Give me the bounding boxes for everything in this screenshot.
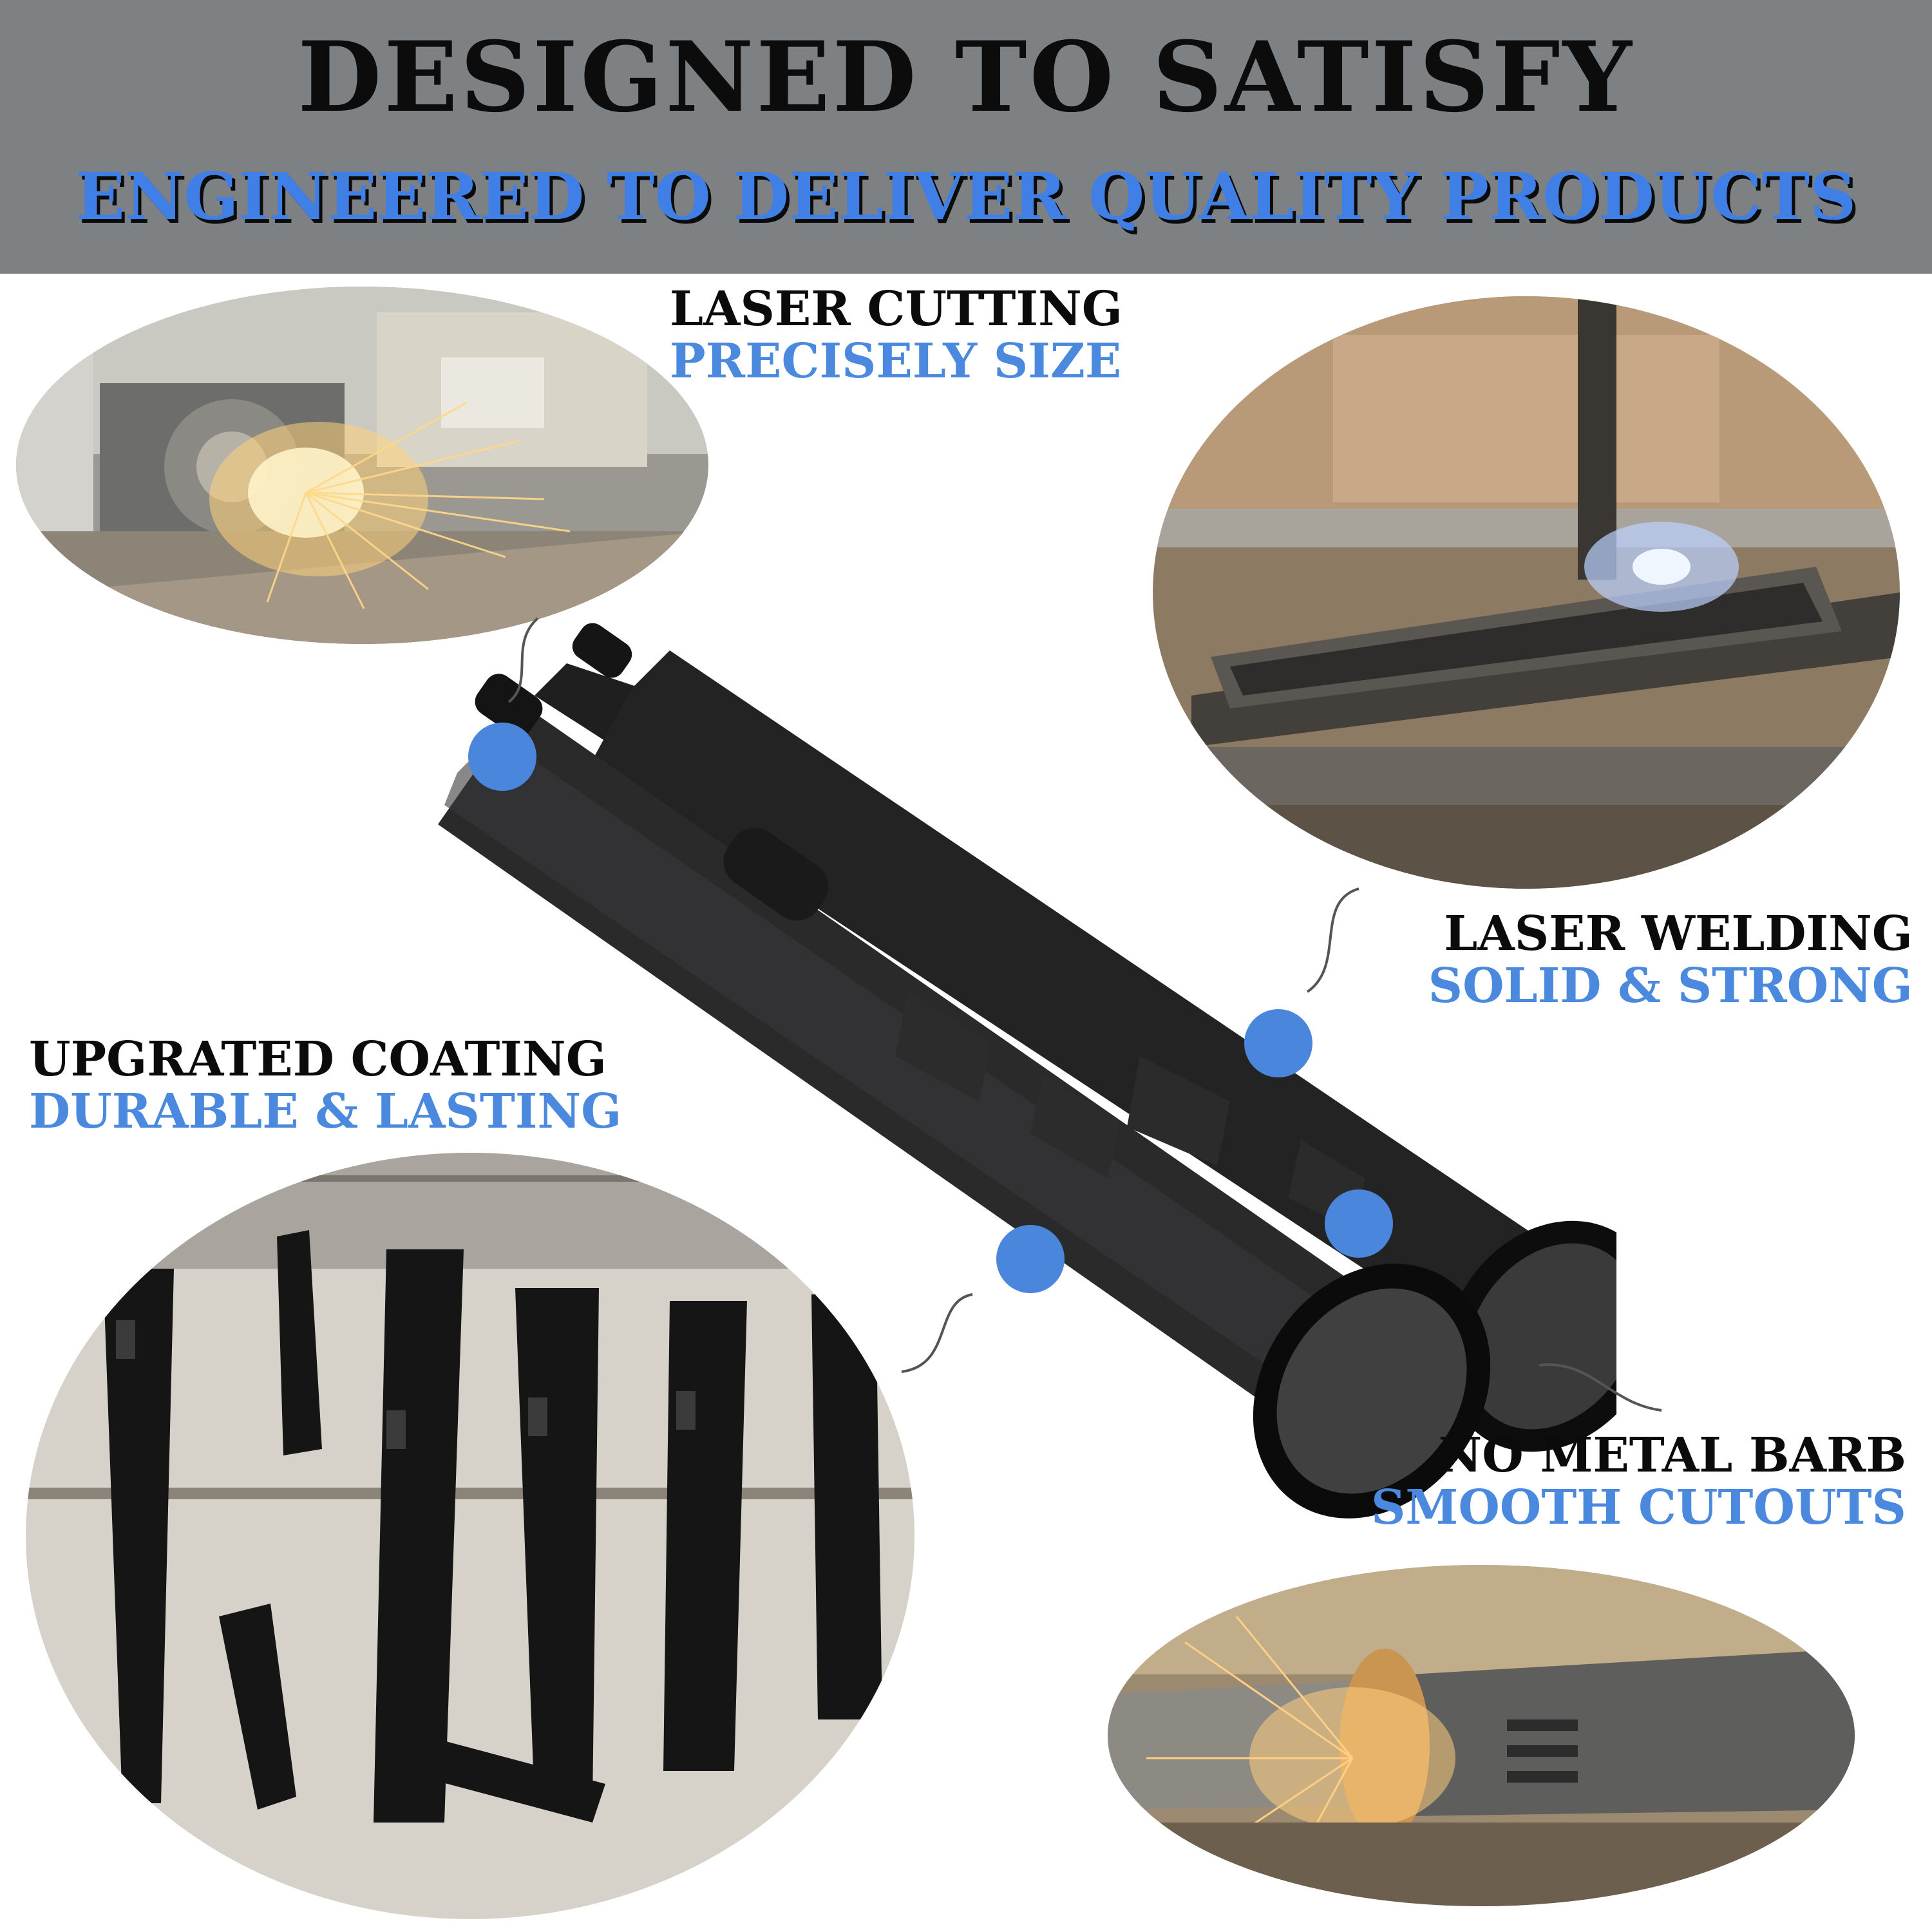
headline: DESIGNED TO SATISFY (298, 21, 1634, 134)
caption-coating: UPGRATED COATING DURABLE & LASTING (29, 1032, 622, 1140)
caption-title: LASER WELDING (1444, 906, 1913, 961)
caption-laser-welding: LASER WELDING SOLID & STRONG (1428, 906, 1913, 1014)
marker-dot-icon (1325, 1189, 1393, 1258)
caption-title: LASER CUTTING (670, 281, 1122, 337)
caption-subtitle: SOLID & STRONG (1428, 958, 1913, 1014)
marker-dot-icon (468, 723, 536, 791)
caption-subtitle: SMOOTH CUTOUTS (1370, 1480, 1906, 1536)
header-banner (0, 0, 1932, 274)
caption-title: NO METAL BARB (1438, 1428, 1906, 1483)
muffler-pair-image (438, 623, 1616, 1519)
caption-subtitle: PRECISELY SIZE (670, 334, 1122, 390)
muffler-front (438, 674, 1491, 1519)
marker-dot-icon (1244, 1009, 1312, 1077)
laser-cutting-photo (16, 287, 708, 644)
marker-dot-icon (996, 1225, 1065, 1293)
caption-laser-cutting: LASER CUTTING PRECISELY SIZE (670, 283, 1122, 388)
subheadline: ENGINEERED TO DELIVER QUALITY PRODUCTS (75, 158, 1857, 234)
laser-welding-photo (1153, 296, 1900, 889)
caption-no-barb: NO METAL BARB SMOOTH CUTOUTS (1370, 1428, 1906, 1536)
caption-title: UPGRATED COATING (29, 1032, 607, 1087)
caption-subtitle: DURABLE & LASTING (29, 1084, 622, 1140)
